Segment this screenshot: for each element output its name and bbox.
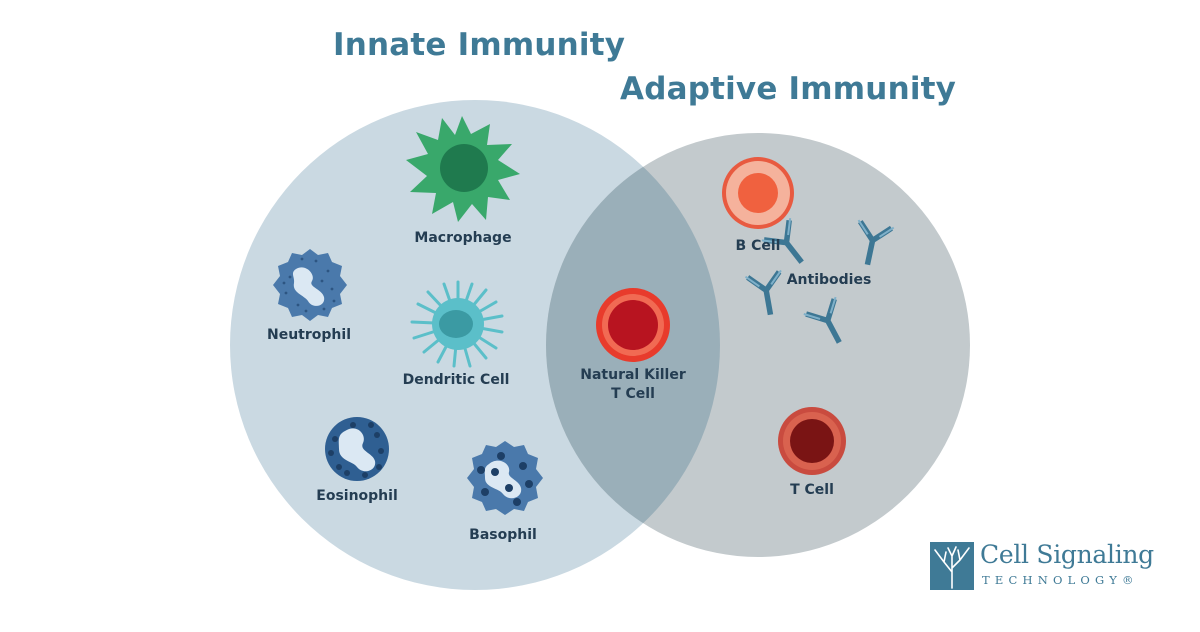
- b-cell-icon: [722, 157, 794, 229]
- brand-name: Cell Signaling: [980, 540, 1154, 569]
- antibodies-label: Antibodies: [786, 272, 872, 288]
- eosinophil-icon: [325, 417, 389, 481]
- basophil-icon: [467, 441, 543, 515]
- neutrophil-label: Neutrophil: [267, 327, 351, 343]
- cell-signaling-logo: Cell Signaling TECHNOLOGY®: [930, 540, 1170, 592]
- eosinophil-label: Eosinophil: [316, 488, 398, 504]
- dendritic-cell-label: Dendritic Cell: [402, 372, 510, 388]
- brand-subtitle: TECHNOLOGY®: [982, 573, 1139, 587]
- b-cell-label: B Cell: [735, 238, 781, 254]
- t-cell-icon: [778, 407, 846, 475]
- nk-cell-label-line1: Natural Killer: [580, 367, 686, 383]
- basophil-label: Basophil: [469, 527, 537, 543]
- macrophage-label: Macrophage: [414, 230, 512, 246]
- macrophage-icon: [406, 116, 520, 222]
- overlap-region: [546, 133, 720, 557]
- adaptive-immunity-title: Adaptive Immunity: [620, 71, 957, 107]
- neutrophil-icon: [273, 249, 347, 321]
- tree-logo-icon: [930, 542, 974, 590]
- dendritic-cell-icon: [410, 280, 504, 368]
- natural-killer-t-cell-icon: [596, 288, 670, 362]
- nk-cell-label-line2: T Cell: [611, 386, 655, 402]
- innate-immunity-title: Innate Immunity: [333, 27, 626, 63]
- t-cell-label: T Cell: [790, 482, 834, 498]
